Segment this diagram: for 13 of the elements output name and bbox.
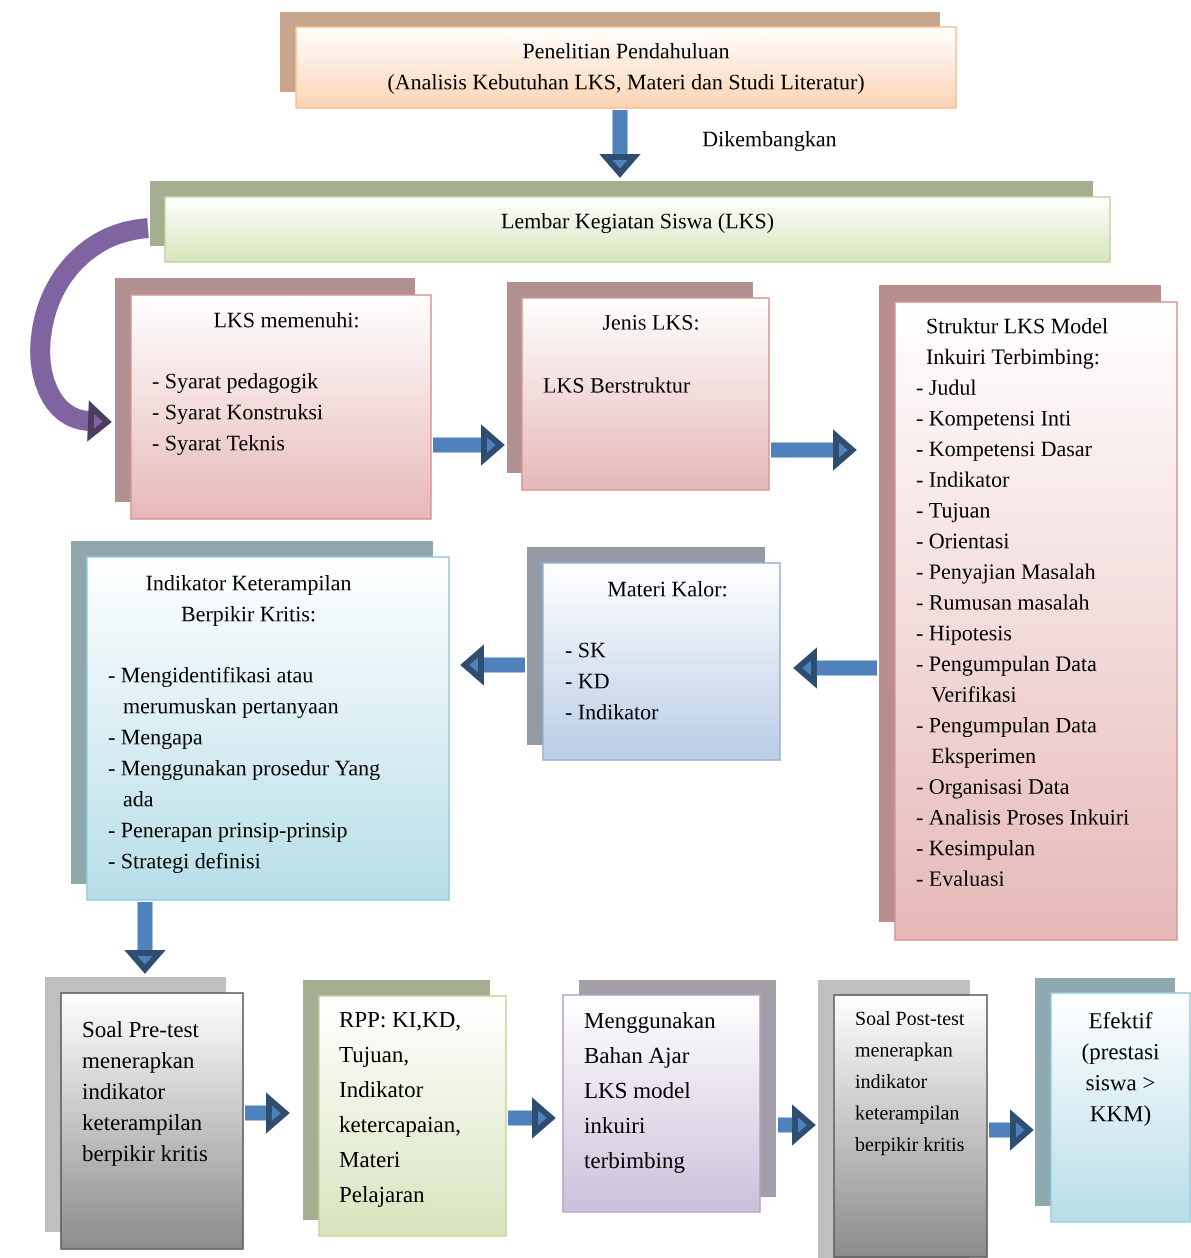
process-box: Menggunakan Bahan Ajar LKS model inkuiri terbimbing	[562, 980, 776, 1213]
process-box: Indikator Keterampilan Berpikir Kritis: - Mengidentifikasi atau merumuskan pertanyaan - Mengapa - Menggunakan prosedur Yang ada - Penerapan prinsip-prinsip - Strategi definisi	[71, 541, 450, 901]
edge-label: Dikembangkan	[702, 131, 837, 151]
process-box: Struktur LKS Model Inkuiri Terbimbing: - Judul - Kompetensi Inti - Kompetensi Dasar - Indikator - Tujuan - Orientasi - Penyajian Masalah - Rumusan masalah - Hipotesis - Pengumpulan Data Verifikasi - Pengumpulan Data Eksperimen - Organisasi Data - Analisis Proses Inkuiri - Kesimpulan - Evaluasi	[879, 285, 1178, 941]
process-box: Efektif (prestasi siswa > KKM)	[1035, 978, 1191, 1223]
process-box: Jenis LKS: LKS Berstruktur	[507, 282, 770, 491]
process-box: Penelitian Pendahuluan (Analisis Kebutuhan LKS, Materi dan Studi Literatur)	[280, 12, 957, 109]
process-box: LKS memenuhi: - Syarat pedagogik - Syarat Konstruksi - Syarat Teknis	[115, 278, 432, 520]
process-box: Soal Post-test menerapkan indikator keterampilan berpikir kritis	[818, 980, 988, 1258]
process-box: RPP: KI,KD, Tujuan, Indikator ketercapaian, Materi Pelajaran	[303, 980, 507, 1237]
title-banner: Lembar Kegiatan Siswa (LKS)	[150, 181, 1111, 263]
process-box: Materi Kalor: - SK - KD - Indikator	[527, 547, 781, 761]
process-box: Soal Pre-test menerapkan indikator keterampilan berpikir kritis	[45, 977, 244, 1250]
